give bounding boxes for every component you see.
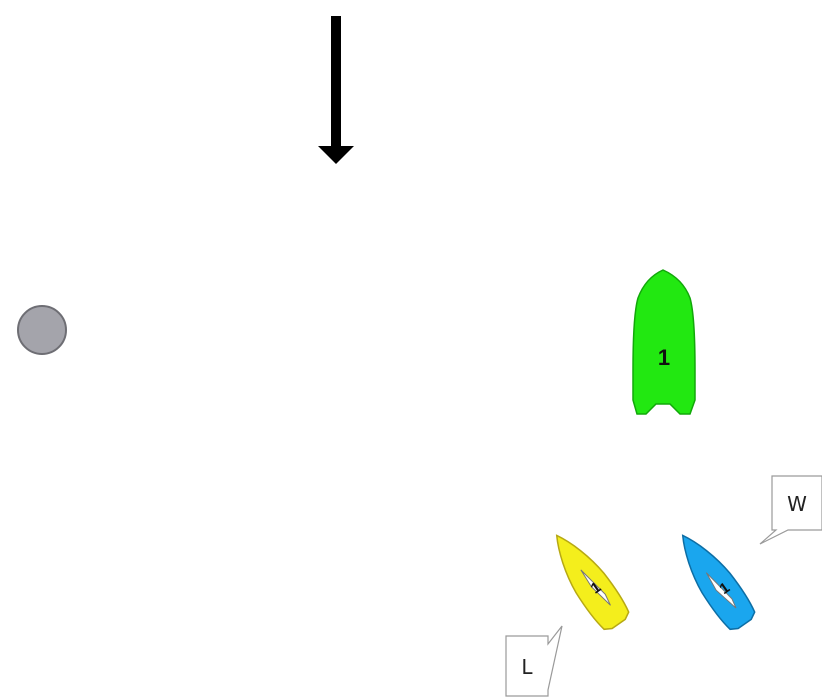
green-boat: 1 [633, 270, 695, 414]
windward-callout: W [760, 476, 822, 544]
leeward-callout-label: L [521, 655, 533, 679]
yellow-boat: 1 [542, 526, 632, 634]
green-boat-number: 1 [658, 345, 670, 370]
blue-boat: 1 [668, 526, 758, 634]
windward-callout-label: W [787, 492, 807, 516]
wind-arrow-down-icon [318, 16, 354, 164]
leeward-callout: L [506, 626, 562, 696]
mark-buoy-icon [18, 306, 66, 354]
